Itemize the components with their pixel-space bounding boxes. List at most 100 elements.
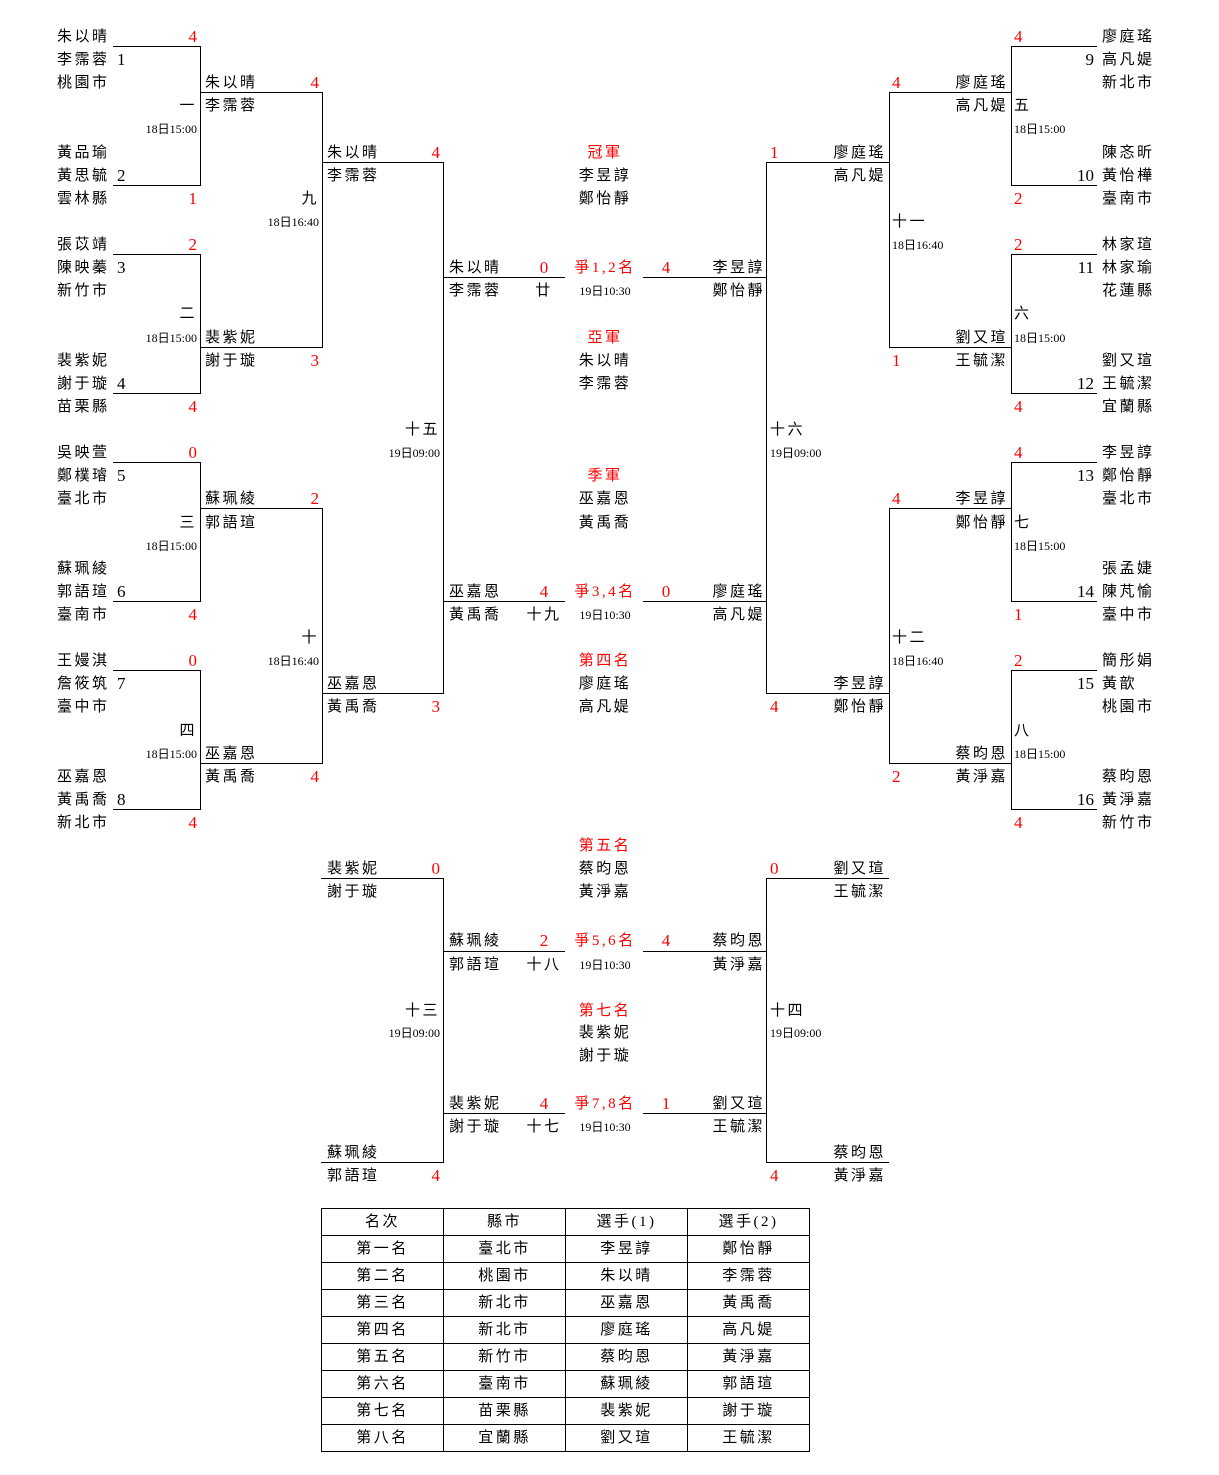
bracket-line <box>889 763 1011 764</box>
match-number: 十六 <box>770 422 806 438</box>
player-name: 黃淨嘉 <box>833 1168 886 1184</box>
seed-number: 7 <box>117 674 126 693</box>
player-name: 巫嘉恩 <box>449 584 502 600</box>
bracket-line <box>200 46 201 186</box>
placement-label: 冠軍 <box>587 145 623 161</box>
match-number: 五 <box>1014 98 1032 114</box>
table-header-row: 名次 縣市 選手(1) 選手(2) <box>321 1208 810 1236</box>
player-name: 蔡昀恩 <box>712 933 765 949</box>
bracket-line <box>200 462 201 602</box>
player-name: 黃禹喬 <box>205 769 258 785</box>
match-number: 十 <box>301 630 319 646</box>
score: 0 <box>188 443 198 462</box>
match-time: 19日09:00 <box>770 446 822 460</box>
table-cell: 李霈蓉 <box>687 1262 810 1290</box>
placement-label: 亞軍 <box>587 330 623 346</box>
score: 4 <box>188 27 198 46</box>
bracket-line <box>643 1113 766 1114</box>
match-time: 18日15:00 <box>145 122 197 136</box>
bracket-line <box>113 393 200 394</box>
player-name: 朱以晴 <box>327 145 380 161</box>
bracket-line <box>443 878 444 1163</box>
table-row: 第七名 苗栗縣 裴紫妮 謝于璇 <box>321 1397 810 1425</box>
bracket-line <box>1011 670 1097 671</box>
seed-number: 13 <box>1077 466 1094 485</box>
table-cell: 第二名 <box>321 1262 444 1290</box>
bracket-line <box>889 92 1011 93</box>
player-name: 陳忞昕 <box>1102 145 1155 161</box>
county: 臺北市 <box>57 491 110 507</box>
county: 新北市 <box>57 815 110 831</box>
seed-number: 10 <box>1077 166 1094 185</box>
score: 4 <box>539 1094 549 1113</box>
player-name: 黃歆 <box>1102 676 1138 692</box>
player-name: 廖庭瑤 <box>1102 29 1155 45</box>
player-name: 鄭怡靜 <box>833 699 886 715</box>
match-number: 十九 <box>526 607 562 623</box>
player-name: 黃淨嘉 <box>1102 792 1155 808</box>
bracket-line <box>322 508 323 764</box>
player-name: 蔡昀恩 <box>1102 769 1155 785</box>
bracket-line <box>766 162 767 694</box>
bracket-line <box>322 92 323 348</box>
score: 4 <box>188 813 198 832</box>
player-name: 黃怡樺 <box>1102 168 1155 184</box>
bracket-line <box>200 254 201 394</box>
score: 1 <box>1014 605 1023 624</box>
bracket-line <box>443 1113 565 1114</box>
score: 2 <box>188 235 198 254</box>
player-name: 謝于璇 <box>57 376 110 392</box>
score: 1 <box>188 189 198 208</box>
score: 4 <box>892 73 901 92</box>
county: 臺北市 <box>1102 491 1155 507</box>
table-cell: 第四名 <box>321 1316 444 1344</box>
county: 苗栗縣 <box>57 399 110 415</box>
match-time: 18日15:00 <box>1014 539 1066 553</box>
table-cell: 裴紫妮 <box>565 1397 688 1425</box>
column-header: 選手(1) <box>565 1208 688 1236</box>
score: 0 <box>431 859 441 878</box>
player-name: 黃品瑜 <box>57 145 110 161</box>
table-row: 第六名 臺南市 蘇珮綾 郭語瑄 <box>321 1370 810 1398</box>
score: 4 <box>431 143 441 162</box>
score: 1 <box>892 351 901 370</box>
county: 臺中市 <box>57 699 110 715</box>
score: 2 <box>892 767 901 786</box>
seed-number: 14 <box>1077 582 1094 601</box>
match-number: 十七 <box>526 1119 562 1135</box>
bracket-line <box>200 508 322 509</box>
match-time: 18日15:00 <box>1014 331 1066 345</box>
player-name: 黃禹喬 <box>449 607 502 623</box>
score: 1 <box>770 143 779 162</box>
match-time: 19日09:00 <box>388 446 440 460</box>
bracket-line <box>1011 601 1097 602</box>
placement-player: 黃禹喬 <box>578 515 632 531</box>
match-label: 爭1,2名 <box>574 260 636 276</box>
bracket-line <box>1011 462 1012 602</box>
table-cell: 高凡媞 <box>687 1316 810 1344</box>
player-name: 裴紫妮 <box>57 353 110 369</box>
player-name: 高凡媞 <box>1102 52 1155 68</box>
player-name: 蘇珮綾 <box>205 491 258 507</box>
player-name: 鄭樸璿 <box>57 468 110 484</box>
player-name: 謝于璇 <box>205 353 258 369</box>
bracket-line <box>1011 462 1097 463</box>
table-cell: 新北市 <box>443 1289 566 1317</box>
player-name: 劉又瑄 <box>1102 353 1155 369</box>
score: 4 <box>892 489 901 508</box>
bracket-line <box>113 601 200 602</box>
match-number: 六 <box>1014 306 1032 322</box>
table-row: 第四名 新北市 廖庭瑤 高凡媞 <box>321 1316 810 1344</box>
score: 0 <box>770 859 779 878</box>
player-name: 王毓潔 <box>712 1119 765 1135</box>
player-name: 朱以晴 <box>57 29 110 45</box>
score: 1 <box>661 1094 671 1113</box>
player-name: 廖庭瑤 <box>955 75 1008 91</box>
table-cell: 第七名 <box>321 1397 444 1425</box>
table-cell: 王毓潔 <box>687 1424 810 1452</box>
placement-player: 李霈蓉 <box>578 376 632 392</box>
bracket-line <box>443 601 565 602</box>
bracket-line <box>1011 254 1012 394</box>
player-name: 李昱諄 <box>712 260 765 276</box>
table-cell: 謝于璇 <box>687 1397 810 1425</box>
